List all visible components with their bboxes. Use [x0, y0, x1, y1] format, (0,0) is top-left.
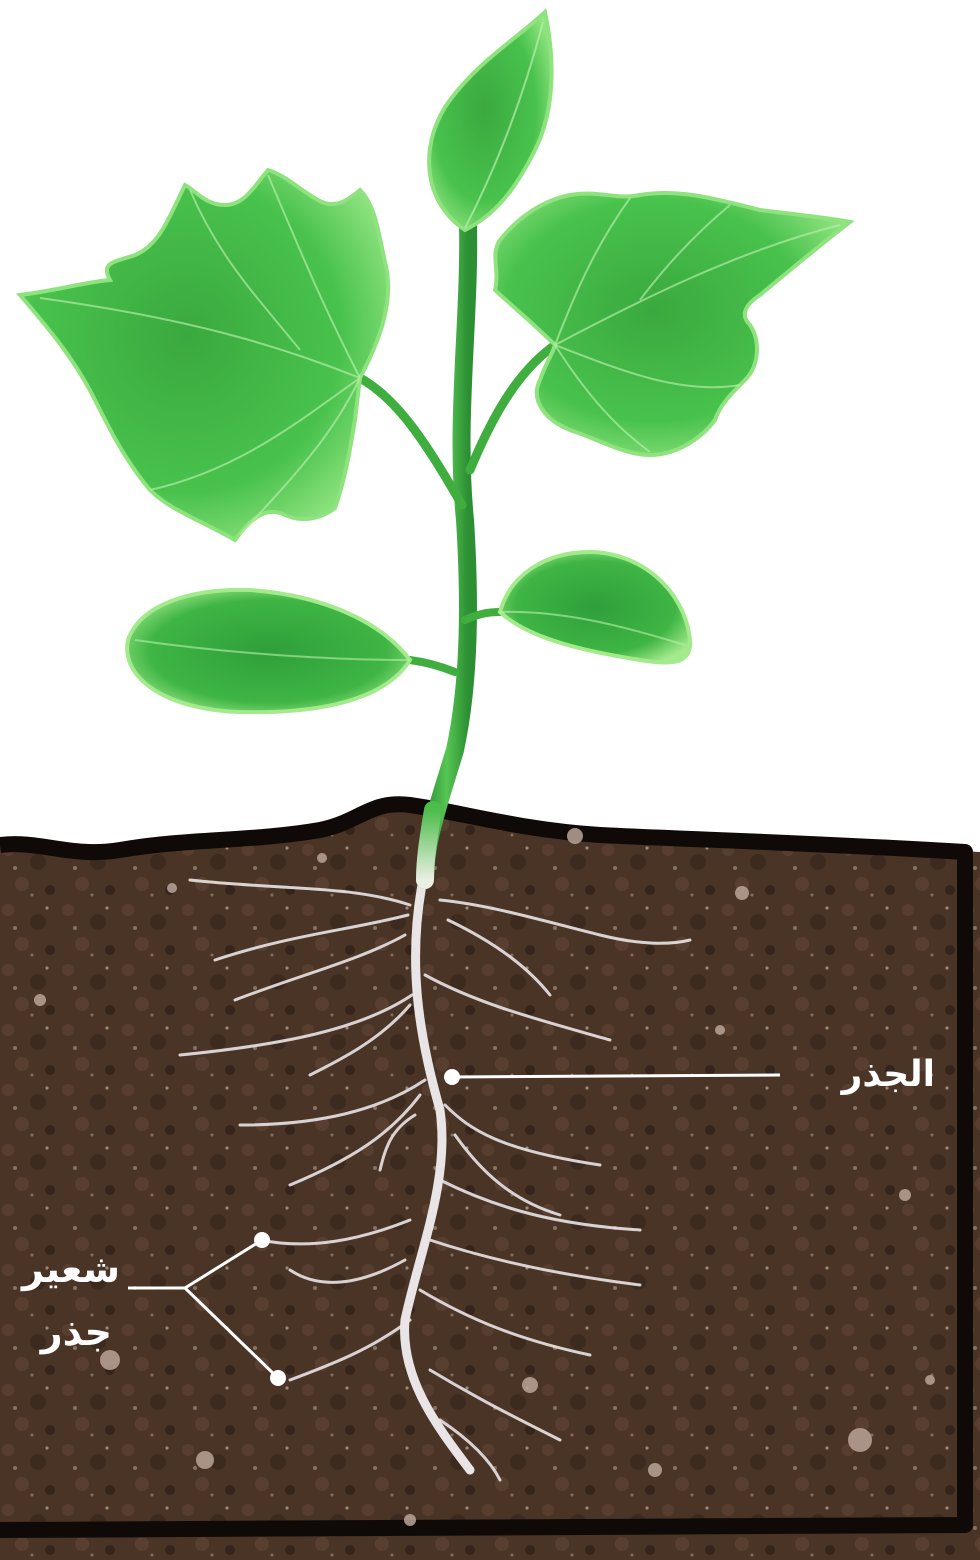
- cotyledon-right: [500, 552, 690, 663]
- cotyledon-left: [127, 590, 410, 712]
- petiole-left: [360, 378, 462, 505]
- left-leaf: [20, 170, 388, 540]
- root-hair-label-line1: شعير: [20, 1247, 120, 1291]
- root-hair-label-line2: جذر: [39, 1310, 112, 1354]
- root-hair-pointer-dot-lower: [270, 1370, 286, 1386]
- stem: [360, 225, 555, 880]
- soil: [0, 804, 980, 1560]
- root-pointer-line: [452, 1075, 780, 1077]
- root-hair-pointer-dot-upper: [254, 1232, 270, 1248]
- right-leaf: [495, 193, 850, 455]
- petiole-cotyledon-left: [410, 660, 455, 672]
- root-pointer-dot: [444, 1069, 460, 1085]
- top-leaf: [429, 12, 551, 230]
- soil-body: [0, 804, 980, 1560]
- root-label: الجذر: [840, 1054, 935, 1095]
